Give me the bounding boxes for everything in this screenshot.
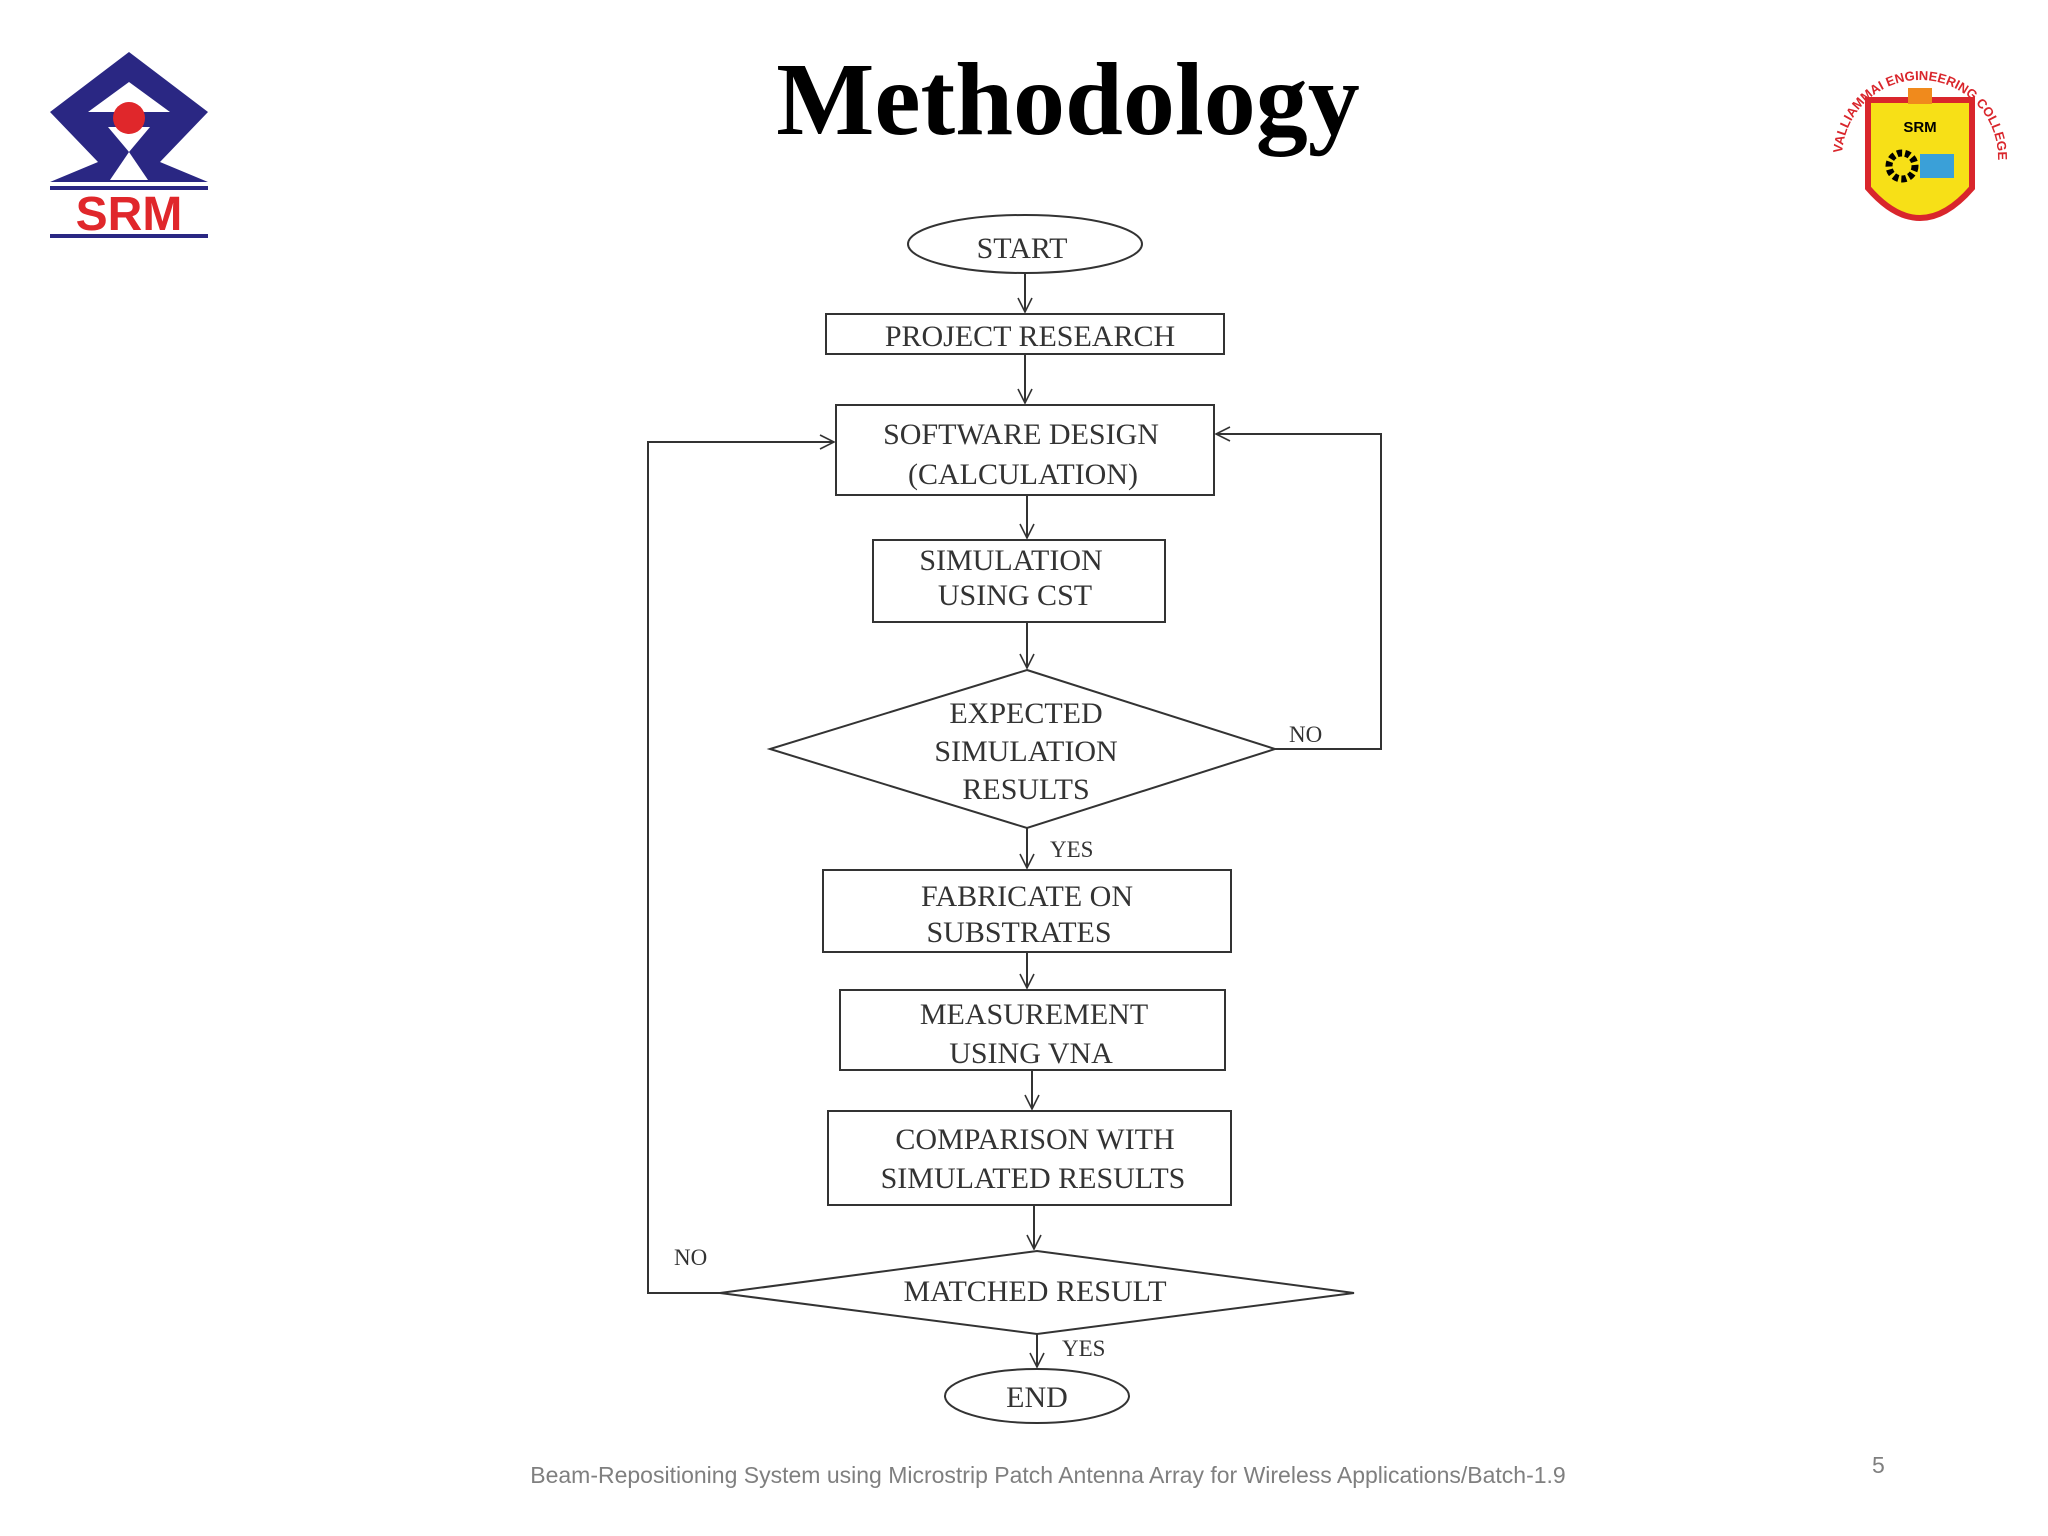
logo-rule-top <box>50 186 208 190</box>
fabricate-label-1: FABRICATE ON <box>921 880 1133 913</box>
logo-left-text: SRM <box>76 188 183 238</box>
simulation-label-2: USING CST <box>938 579 1092 612</box>
simulation-node <box>872 539 1166 623</box>
logo-rule-bottom <box>50 234 208 238</box>
expected-label-1: EXPECTED <box>949 697 1102 730</box>
logo-gear-icon <box>1885 149 1919 183</box>
logo-red-dot <box>113 102 145 134</box>
measurement-label-2: USING VNA <box>949 1037 1113 1070</box>
expected-label-3: RESULTS <box>962 773 1089 806</box>
page-number: 5 <box>1872 1452 1885 1478</box>
logo-cutout <box>108 127 150 152</box>
logo-shield-top <box>1908 88 1932 104</box>
logo-cutout-lower <box>110 152 148 180</box>
slide-footer: Beam-Repositioning System using Microstr… <box>530 1462 1566 1488</box>
logo-roof-shape <box>50 52 208 112</box>
expected-label-2: SIMULATION <box>934 735 1117 768</box>
edge-label-yes-2: YES <box>1062 1336 1105 1361</box>
software-design-node <box>835 404 1215 496</box>
fabricate-label-2: SUBSTRATES <box>926 916 1111 949</box>
logo-shield-text: SRM <box>1903 119 1936 136</box>
loop-no-to-design <box>1216 434 1382 750</box>
edge-label-yes-1: YES <box>1050 837 1093 862</box>
matched-result-label: MATCHED RESULT <box>903 1275 1166 1308</box>
software-design-label-1: SOFTWARE DESIGN <box>883 418 1159 451</box>
start-label: START <box>977 232 1068 265</box>
end-label: END <box>1006 1381 1068 1414</box>
end-node <box>944 1368 1130 1424</box>
comparison-label-2: SIMULATED RESULTS <box>881 1162 1186 1195</box>
slide-title: Methodology <box>776 42 1360 157</box>
project-research-label: PROJECT RESEARCH <box>885 320 1175 353</box>
measurement-label-1: MEASUREMENT <box>920 998 1148 1031</box>
simulation-label-1: SIMULATION <box>919 544 1102 577</box>
valliammai-logo: VALLIAMMAI ENGINEERING COLLEGE SRM <box>1830 68 2010 221</box>
logo-book-icon <box>1920 154 1954 178</box>
edge-label-no-1: NO <box>1289 722 1322 747</box>
edge-label-no-2: NO <box>674 1245 707 1270</box>
comparison-label-1: COMPARISON WITH <box>895 1123 1174 1156</box>
loop-no-to-design-left <box>647 442 834 1294</box>
comparison-node <box>827 1110 1232 1206</box>
software-design-label-2: (CALCULATION) <box>908 458 1138 491</box>
srm-logo: SRM <box>50 52 208 238</box>
